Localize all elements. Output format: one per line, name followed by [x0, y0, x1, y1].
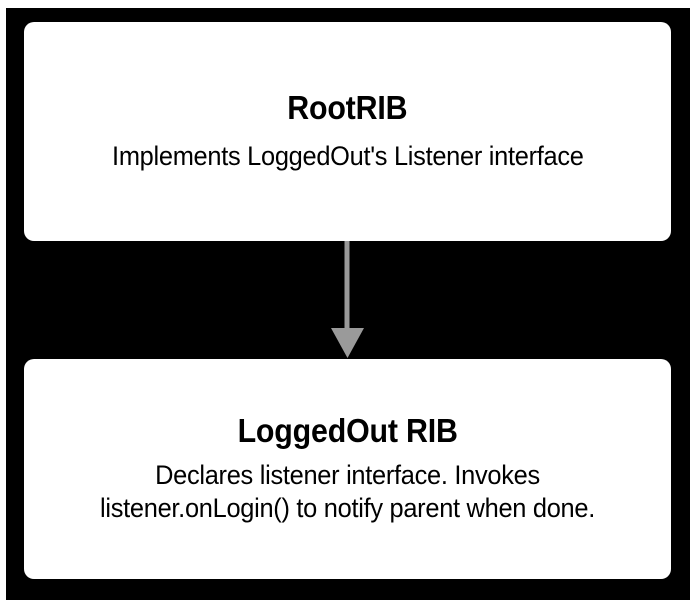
node-root-rib-body: Implements LoggedOut's Listener interfac…	[111, 140, 584, 171]
node-loggedout-rib-title: LoggedOut RIB	[237, 411, 458, 449]
node-loggedout-rib[interactable]: LoggedOut RIB Declares listener interfac…	[24, 359, 671, 579]
node-loggedout-rib-body: Declares listener interface. Invokes lis…	[100, 459, 595, 523]
node-root-rib-title: RootRIB	[287, 89, 408, 127]
node-root-rib[interactable]: RootRIB Implements LoggedOut's Listener …	[24, 22, 671, 241]
